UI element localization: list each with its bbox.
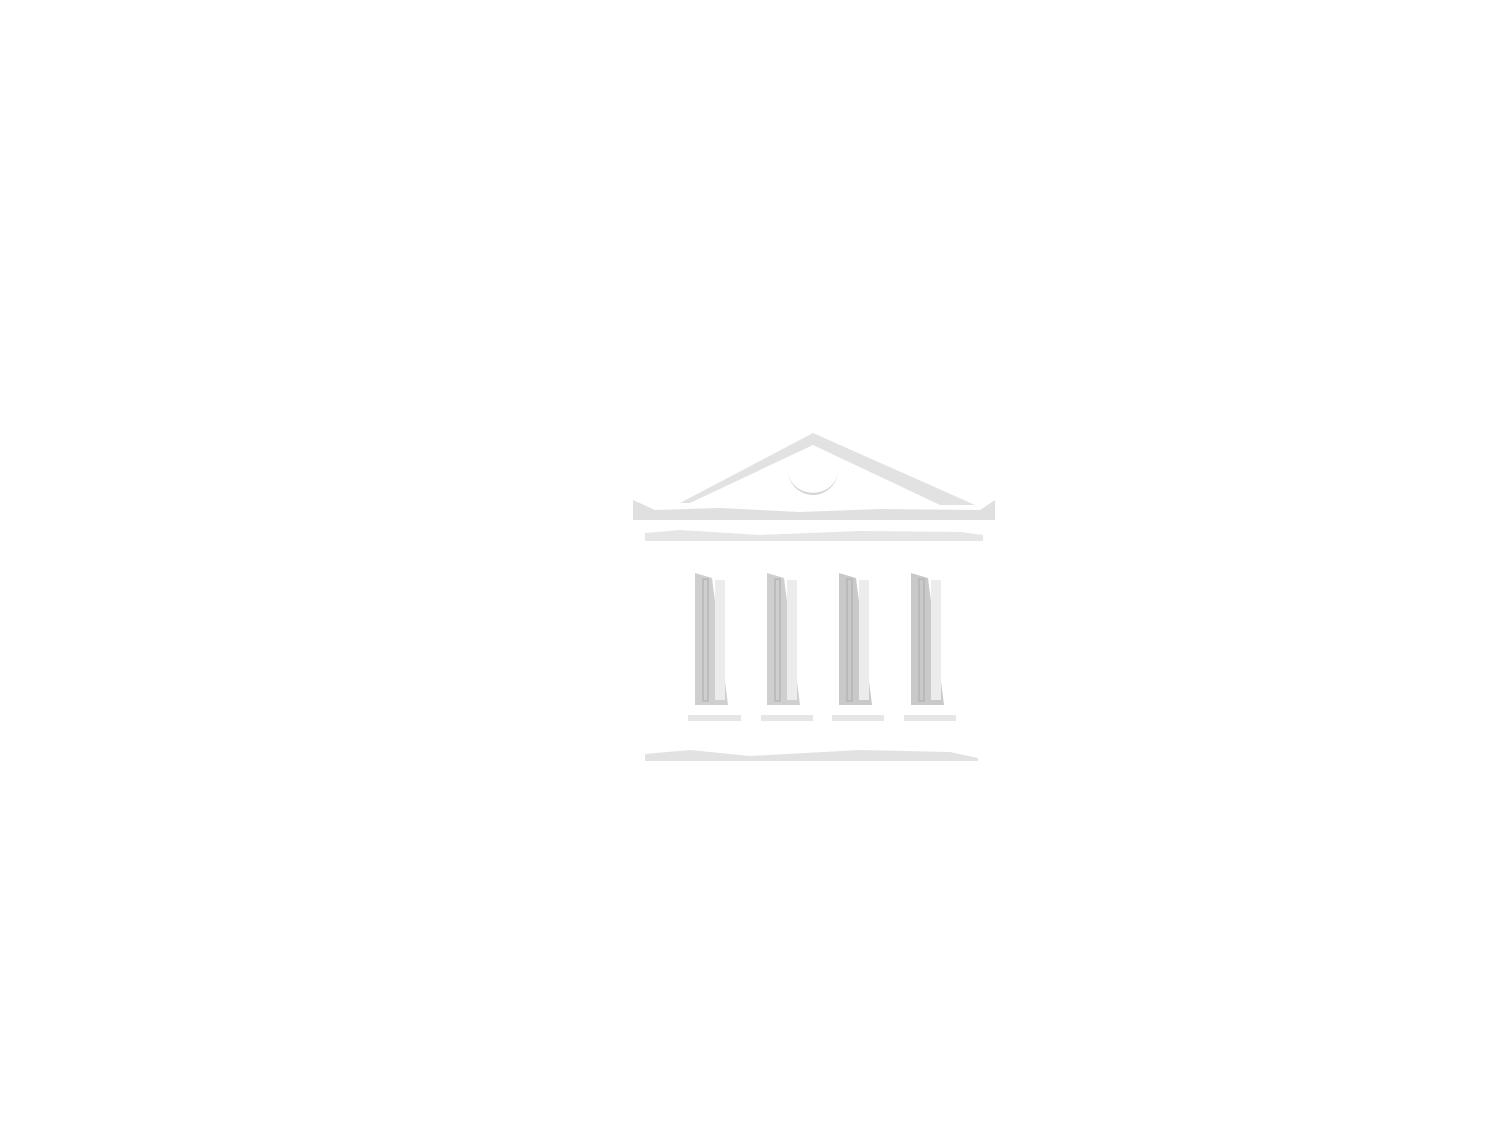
base-step [645,750,978,761]
columns [688,573,956,721]
column [832,573,884,721]
column [688,573,741,721]
pediment [680,433,975,505]
entablature [633,500,995,541]
column [761,573,813,721]
crescent-icon [788,470,838,495]
column [904,573,956,721]
